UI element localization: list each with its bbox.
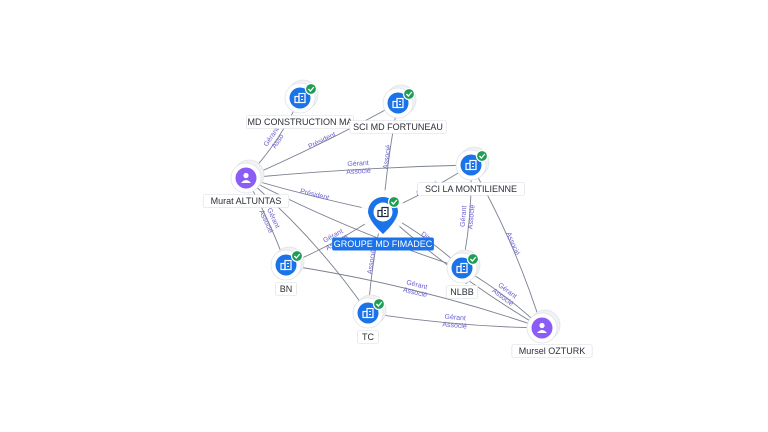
node-dot [451,257,473,279]
verified-check-icon [372,297,386,311]
edge-label-scif-center: Associé [382,144,392,169]
building-icon [456,262,468,274]
node-bn[interactable]: BN [270,246,305,296]
verified-check-icon [387,195,401,209]
node-label-box [417,182,525,196]
edge-label-line: Président [299,188,329,202]
node-label: SCI MD FORTUNEAU [353,122,443,132]
node-label-box [332,237,434,251]
node-label-box [202,194,290,208]
node-mursel[interactable]: Mursel OZTURK [511,309,593,358]
node-label-box [349,120,447,134]
node-label: NLBB [450,287,474,297]
edge-label-mursel-tc: GérantAssocié [442,313,468,330]
verified-check-icon [466,252,480,266]
edge-label-center-tc: Associé [367,249,378,274]
edge-label-line: Gérant [347,160,369,168]
verified-check-icon [304,82,318,96]
edge-label-line: Gérant [460,205,469,227]
edge-label-murat-bn: GérantAssocié [257,206,281,235]
node-label: GROUPE MD FIMADEC [334,239,433,249]
edge-label-mursel-bn: GérantAssocié [402,279,429,299]
edge-label-murat-center: Président [299,188,329,202]
edge-murat-tc [245,177,369,314]
node-label: BN [280,284,293,294]
node-label: Mursel OZTURK [519,346,586,356]
edge-label-line: Gérant [406,279,429,291]
building-icon [280,259,292,271]
edge-label-scim-nlbb: GérantAssocié [459,204,476,230]
edge-mursel-tc [367,312,543,329]
edge-label-line: Dir [419,231,431,242]
node-mdc[interactable]: MD CONSTRUCTION MA [246,79,354,129]
node-label: MD CONSTRUCTION MA [248,117,353,127]
building-icon [294,92,306,104]
node-center[interactable]: GROUPE MD FIMADEC [332,190,434,251]
node-dot [357,302,379,324]
node-tc[interactable]: TC [352,294,387,344]
edge-label-murat-mdc: GérantAsso [263,126,287,152]
edge-label-murat-scim: GérantAssocié [346,160,371,176]
edge-label-line: Gérant [444,314,466,323]
edge-label-line: Associé [346,168,371,176]
edge-murat-nlbb [245,177,463,269]
person-icon [241,172,251,183]
node-dot [460,154,482,176]
node-dot [289,87,311,109]
edge-murat-scif [245,102,399,179]
node-label: Murat ALTUNTAS [211,196,282,206]
edge-label-line: Associé [467,204,476,229]
node-nlbb[interactable]: NLBB [445,249,481,299]
person-icon [537,322,547,333]
edge-label-line: Associé [442,321,467,330]
node-dot [387,92,409,114]
edge-mursel-bn [285,264,543,329]
node-label-box [511,344,593,358]
edge-label-line: Associé [504,231,520,256]
building-icon [465,159,477,171]
building-icon [362,307,374,319]
node-dot [275,254,297,276]
edge-label-murat-scif: Président [307,131,337,150]
building-icon [392,97,404,109]
edge-murat-scim [245,164,472,179]
edge-label-line: Président [307,131,337,150]
node-label-box [357,330,379,344]
node-label-box [275,282,297,296]
node-label: TC [362,332,374,342]
verified-check-icon [290,249,304,263]
edge-label-center-nlbb: Dir [419,231,431,242]
node-label-box [445,285,479,299]
node-label: SCI LA MONTILIENNE [425,184,517,194]
node-scim[interactable]: SCI LA MONTILIENNE [417,146,525,196]
verified-check-icon [402,87,416,101]
edge-label-line: Associé [367,249,378,274]
node-scif[interactable]: SCI MD FORTUNEAU [349,84,447,134]
building-icon [377,206,389,218]
edge-label-mursel-scim: Associé [504,231,520,256]
verified-check-icon [475,149,489,163]
edge-label-line: Associé [382,144,392,169]
node-murat[interactable]: Murat ALTUNTAS [202,159,290,208]
